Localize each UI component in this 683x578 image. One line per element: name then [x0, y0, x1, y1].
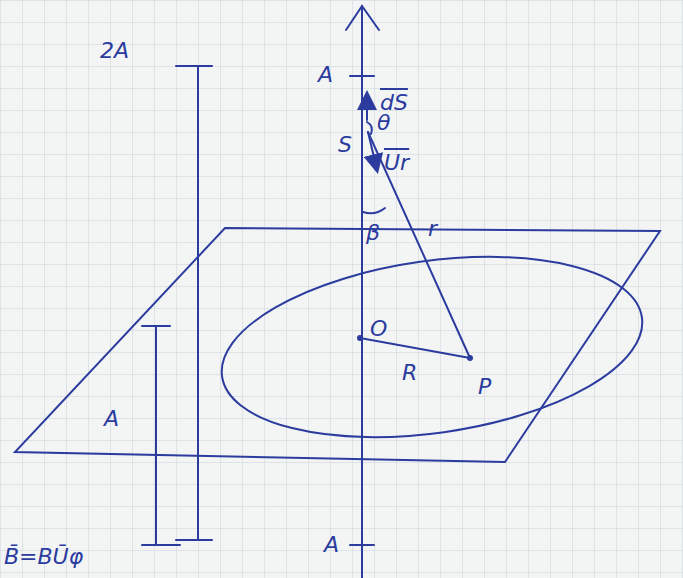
current-loop	[210, 232, 654, 461]
vector-label: dS	[380, 92, 408, 114]
dimension-label: 2A	[100, 40, 129, 62]
distance-label: r	[428, 218, 437, 240]
r-line	[368, 132, 470, 358]
point-label: A	[324, 534, 339, 556]
angle-arc	[363, 208, 385, 213]
point-label: O	[370, 318, 387, 340]
vector-label: Ur	[384, 152, 409, 174]
plane	[15, 228, 660, 462]
dimension-label: A	[104, 408, 119, 430]
point-dot	[467, 355, 473, 361]
tick	[142, 544, 180, 546]
point-label: P	[478, 376, 491, 398]
dimension-bracket	[155, 326, 157, 545]
radius-label: R	[402, 362, 417, 384]
tick	[142, 325, 170, 327]
ds-vector	[366, 94, 368, 120]
field-formula: B̄=BŪφ	[4, 546, 83, 568]
angle-label: θ	[377, 112, 390, 134]
radius-line	[360, 338, 470, 358]
dimension-bracket	[197, 66, 199, 540]
axis-arrowhead	[346, 6, 379, 30]
distance-label: S	[338, 134, 352, 156]
tick	[176, 539, 212, 541]
tick	[176, 65, 212, 67]
point-label: A	[318, 64, 333, 86]
angle-label: β	[366, 222, 380, 244]
tick	[350, 544, 374, 546]
center-dot	[357, 335, 363, 341]
z-axis	[361, 6, 363, 578]
tick	[350, 75, 374, 77]
